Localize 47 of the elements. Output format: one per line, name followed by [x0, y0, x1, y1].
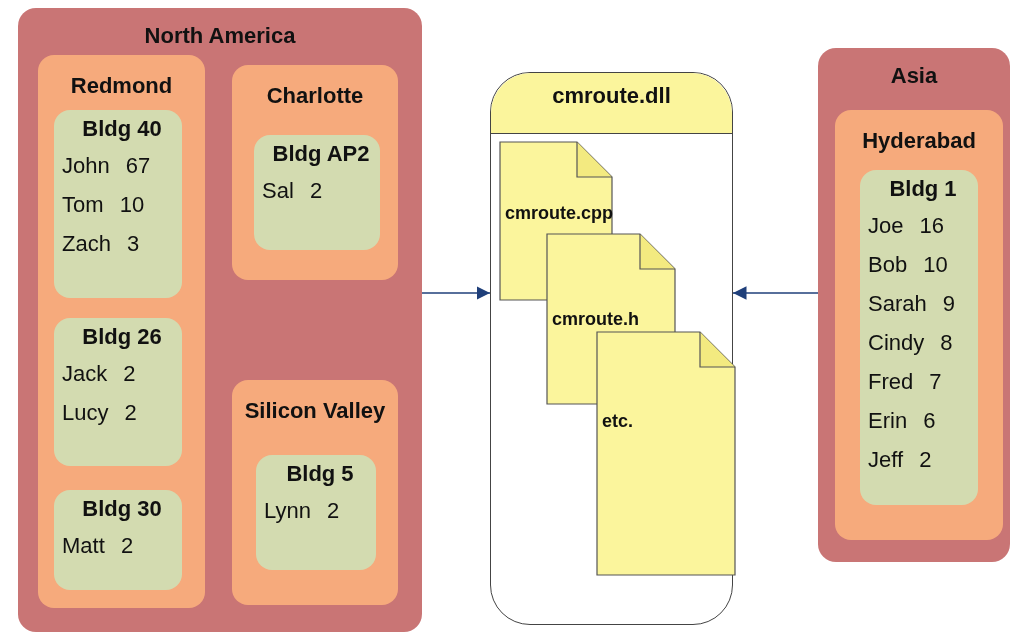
person-count: Sarah 9	[868, 290, 956, 318]
person-count: Jeff 2	[868, 446, 932, 474]
heading: Charlotte	[265, 83, 365, 109]
building-card	[54, 110, 182, 298]
person-count: Tom 10	[62, 191, 145, 219]
person-count: Lucy 2	[62, 399, 137, 427]
heading: Bldg 26	[81, 324, 163, 350]
person-count: Zach 3	[62, 230, 140, 258]
heading: cmroute.dll	[551, 83, 672, 109]
person-count: Lynn 2	[264, 497, 340, 525]
arrow	[732, 286, 819, 300]
heading: Bldg AP2	[271, 141, 371, 167]
file-name: cmroute.h	[552, 309, 639, 330]
building-card	[860, 170, 978, 505]
heading: Bldg 30	[81, 496, 163, 522]
city-panel	[835, 110, 1003, 540]
building-card	[256, 455, 376, 570]
heading: North America	[143, 23, 297, 49]
heading: Bldg 1	[888, 176, 958, 202]
city-panel	[232, 380, 398, 605]
document-icon	[596, 331, 736, 576]
building-card	[54, 318, 182, 466]
heading: Redmond	[69, 73, 174, 99]
arrow	[421, 286, 491, 300]
building-card	[54, 490, 182, 590]
region-panel	[18, 8, 422, 632]
person-count: John 67	[62, 152, 151, 180]
person-count: Bob 10	[868, 251, 948, 279]
heading: Asia	[889, 63, 939, 89]
region-panel	[818, 48, 1010, 562]
building-card	[254, 135, 380, 250]
person-count: Erin 6	[868, 407, 936, 435]
person-count: Joe 16	[868, 212, 945, 240]
person-count: Matt 2	[62, 532, 134, 560]
person-count: Cindy 8	[868, 329, 953, 357]
heading: Bldg 40	[81, 116, 163, 142]
heading: Silicon Valley	[243, 398, 387, 424]
heading: Hyderabad	[861, 128, 977, 154]
person-count: Sal 2	[262, 177, 323, 205]
city-panel	[232, 65, 398, 280]
person-count: Fred 7	[868, 368, 942, 396]
city-panel	[38, 55, 205, 608]
file-name: cmroute.cpp	[505, 203, 614, 224]
heading: Bldg 5	[285, 461, 355, 487]
person-count: Jack 2	[62, 360, 136, 388]
module-container	[490, 72, 733, 625]
file-name: etc.	[602, 411, 634, 432]
